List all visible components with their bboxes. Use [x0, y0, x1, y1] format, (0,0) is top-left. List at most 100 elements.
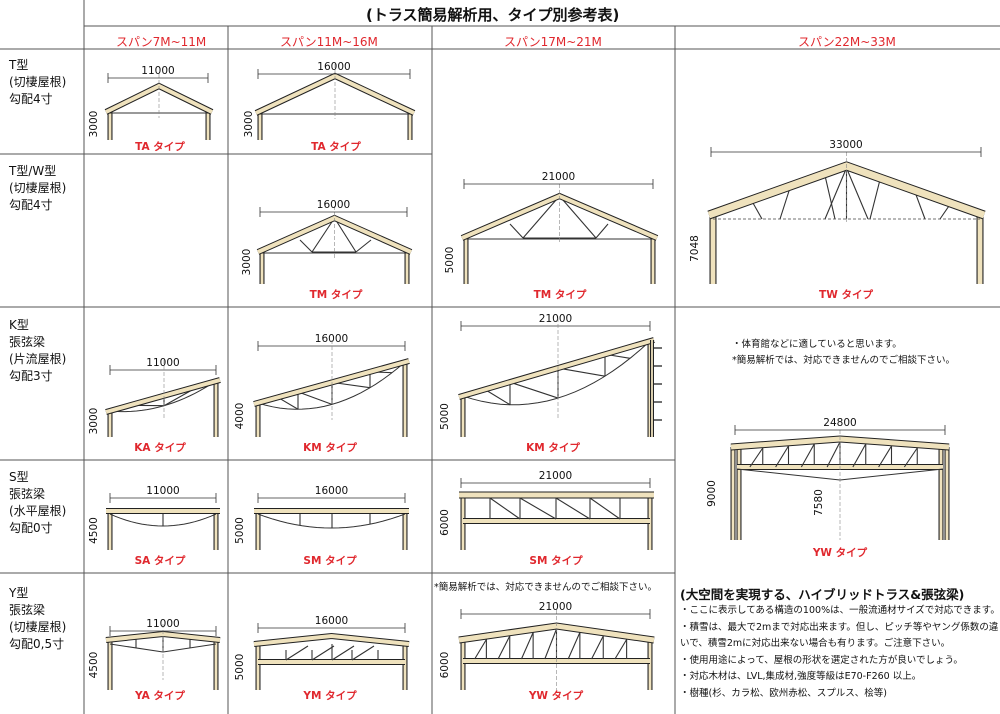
web-member [509, 223, 524, 239]
ka-tag: KA タイプ [134, 441, 186, 454]
web-member [484, 389, 511, 406]
web-member [751, 200, 763, 220]
web-member [497, 635, 511, 660]
yw-height: 6000 [439, 652, 451, 679]
ta2-height: 3000 [243, 111, 255, 138]
web-member [351, 645, 375, 661]
web-member [826, 441, 841, 468]
ym-tag: YM タイプ [302, 689, 357, 702]
ywbig-height: 9000 [706, 480, 718, 507]
post [256, 511, 260, 550]
web-member [334, 217, 357, 253]
web-member [311, 645, 335, 661]
web-member [589, 497, 621, 520]
ta1-tag: TA タイプ [135, 140, 185, 153]
web-member [775, 445, 789, 468]
yw-span: 21000 [539, 601, 572, 613]
column-header-22-33: スパン22M~33M [798, 35, 896, 49]
sm2-height: 5000 [234, 517, 246, 544]
ta1-span: 11000 [141, 65, 174, 77]
row-label-t: T型(切棲屋根)勾配4寸 [9, 58, 67, 106]
upper-chord [253, 633, 410, 646]
tw-tag: TW タイプ [819, 288, 873, 301]
sm3-span: 21000 [539, 470, 572, 482]
ya-height: 4500 [88, 652, 100, 679]
web-member [509, 381, 559, 399]
yw-tag: YW タイプ [528, 689, 584, 702]
web-member [878, 445, 892, 468]
km3-height: 5000 [439, 403, 451, 430]
post [464, 236, 468, 284]
post [108, 411, 112, 437]
tension-string [462, 340, 651, 406]
post [403, 362, 407, 437]
web-member [489, 497, 521, 520]
ka-height: 3000 [88, 408, 100, 435]
row-label-y: Y型張弦梁(切棲屋根)勾配0,5寸 [9, 586, 67, 651]
hybrid-heading: (大空間を実現する、ハイブリッドトラス&張弦梁) [680, 587, 965, 602]
ta2-tag: TA タイプ [311, 140, 361, 153]
ya-span: 11000 [146, 618, 179, 630]
post [256, 644, 260, 690]
tension-string [162, 643, 217, 653]
sa-span: 11000 [146, 485, 179, 497]
web-member [591, 635, 604, 660]
post [408, 111, 412, 140]
tm2-tag: TM タイプ [310, 288, 363, 301]
post [651, 236, 655, 284]
km2-height: 4000 [234, 403, 246, 430]
post [648, 640, 652, 690]
post [737, 447, 741, 540]
ywbig-inner: 7580 [813, 489, 825, 516]
post [108, 110, 112, 140]
column-header-7-11: スパン7M~11M [116, 35, 207, 49]
tension-string [839, 468, 944, 481]
ywbig-tag: YW タイプ [812, 546, 868, 559]
post [405, 250, 409, 284]
post [403, 644, 407, 690]
post [403, 511, 407, 550]
web-member [544, 628, 558, 660]
km3-tag: KM タイプ [526, 441, 580, 454]
web-member [845, 167, 869, 220]
web-member [285, 645, 309, 661]
km2-span: 16000 [315, 333, 348, 345]
tm3-height: 5000 [444, 247, 456, 274]
sa-height: 4500 [88, 517, 100, 544]
yw-note: *簡易解析では、対応できませんのでご相談下さい。 [434, 582, 657, 593]
sa-tag: SA タイプ [135, 554, 186, 567]
web-member [311, 217, 335, 253]
web-member [520, 632, 534, 660]
ywbig-span: 24800 [823, 417, 856, 429]
sm3-height: 6000 [439, 509, 451, 536]
web-member [614, 639, 628, 660]
web-member [800, 443, 815, 468]
web-member [824, 175, 836, 220]
web-member [519, 497, 557, 520]
post [214, 511, 218, 550]
post [214, 640, 218, 690]
post [214, 381, 218, 437]
ta1-height: 3000 [88, 111, 100, 138]
post [461, 640, 465, 690]
column-header-17-21: スパン17M~21M [504, 35, 602, 49]
rafter [256, 214, 413, 255]
post [710, 213, 716, 284]
post [108, 640, 112, 690]
page-title: (トラス簡易解析用、タイプ別参考表) [366, 6, 620, 24]
rafter [458, 338, 655, 399]
web-member [852, 443, 867, 468]
web-member [903, 447, 918, 468]
row-label-k: K型張弦梁(片流屋根)勾配3寸 [9, 318, 67, 383]
km2-tag: KM タイプ [303, 441, 357, 454]
post [977, 213, 983, 284]
tm3-tag: TM タイプ [534, 288, 587, 301]
web-member [331, 645, 355, 661]
post [945, 447, 949, 540]
web-member [555, 497, 591, 520]
web-member [595, 223, 609, 239]
gym-note: ・体育館などに適していると思います。*簡易解析では、対応できませんのでご相談下さ… [732, 339, 955, 366]
row-label-tw: T型/W型(切棲屋根)勾配4寸 [9, 164, 67, 212]
web-member [869, 179, 881, 220]
